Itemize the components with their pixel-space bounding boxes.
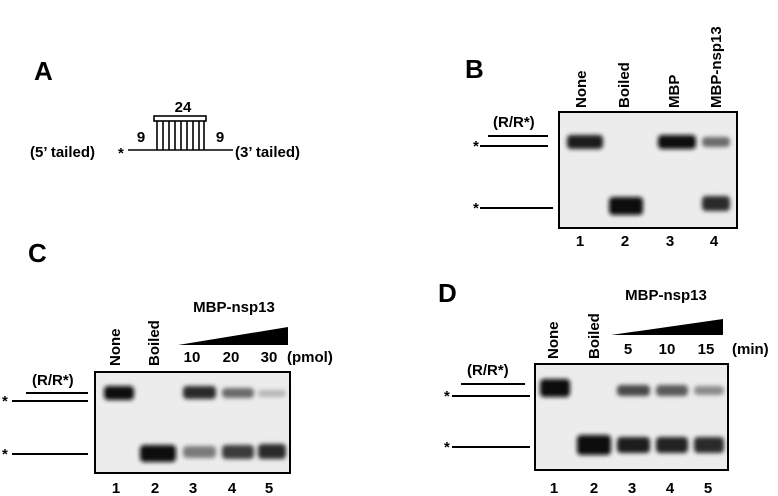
lane-1: 1: [550, 480, 558, 496]
lane-4: 4: [228, 480, 237, 496]
top-strand-length: 24: [175, 99, 192, 116]
gel-b: [558, 111, 738, 229]
time-5: 5: [624, 341, 632, 358]
ssrna-marker-asterisk: *: [444, 439, 450, 456]
substrate-label: (R/R*): [467, 362, 509, 379]
lane-1: 1: [576, 233, 584, 250]
panel-letter-b: B: [465, 54, 484, 84]
col-mbp-nsp13: MBP-nsp13: [708, 26, 725, 108]
substrate-label: (R/R*): [32, 372, 74, 389]
concentration-wedge: [178, 327, 288, 345]
panel-letter-a: A: [34, 56, 53, 86]
panel-letter-d: D: [438, 278, 457, 308]
3-tailed-label: (3’ tailed): [235, 144, 300, 161]
amount-unit: (pmol): [287, 349, 333, 366]
time-wedge: [611, 319, 723, 335]
protein-label: MBP-nsp13: [625, 287, 707, 304]
panel-c: C (R/R*) * * None Boiled MBP-nsp13 10 20…: [2, 238, 333, 496]
amount-10: 10: [184, 349, 201, 366]
duplex-marker-asterisk: *: [473, 138, 479, 155]
right-tail-length: 9: [216, 129, 224, 146]
panel-a: A 24 9 9 (5’ tailed) (3’ tailed) *: [30, 56, 300, 162]
ssrna-marker-asterisk: *: [473, 200, 479, 217]
panel-b: B (R/R*) * * None Boiled MBP MBP-nsp13 1…: [465, 26, 738, 250]
col-boiled: Boiled: [616, 62, 633, 108]
col-none: None: [107, 329, 124, 367]
label-asterisk: *: [118, 145, 124, 162]
time-10: 10: [659, 341, 676, 358]
duplex-schematic: [128, 115, 233, 151]
time-unit: (min): [732, 341, 769, 358]
left-tail-length: 9: [137, 129, 145, 146]
lane-2: 2: [590, 480, 598, 496]
gel-c: [94, 371, 291, 474]
duplex-marker-asterisk: *: [444, 388, 450, 405]
lane-3: 3: [189, 480, 197, 496]
lane-2: 2: [151, 480, 159, 496]
col-none: None: [573, 71, 590, 109]
lane-3: 3: [666, 233, 674, 250]
lane-4: 4: [666, 480, 675, 496]
panel-d: D (R/R*) * * None Boiled MBP-nsp13 5 10 …: [438, 278, 769, 496]
panel-letter-c: C: [28, 238, 47, 268]
ssrna-marker-asterisk: *: [2, 446, 8, 463]
lane-5: 5: [265, 480, 273, 496]
lane-1: 1: [112, 480, 120, 496]
gel-d: [534, 363, 729, 471]
col-none: None: [545, 322, 562, 360]
protein-label: MBP-nsp13: [193, 299, 275, 316]
lane-5: 5: [704, 480, 712, 496]
col-mbp: MBP: [666, 75, 683, 108]
lane-4: 4: [710, 233, 719, 250]
lane-2: 2: [621, 233, 629, 250]
time-15: 15: [698, 341, 715, 358]
lane-3: 3: [628, 480, 636, 496]
5-tailed-label: (5’ tailed): [30, 144, 95, 161]
amount-30: 30: [261, 349, 278, 366]
col-boiled: Boiled: [146, 320, 163, 366]
duplex-marker-asterisk: *: [2, 393, 8, 410]
col-boiled: Boiled: [586, 313, 603, 359]
substrate-label: (R/R*): [493, 114, 535, 131]
amount-20: 20: [223, 349, 240, 366]
